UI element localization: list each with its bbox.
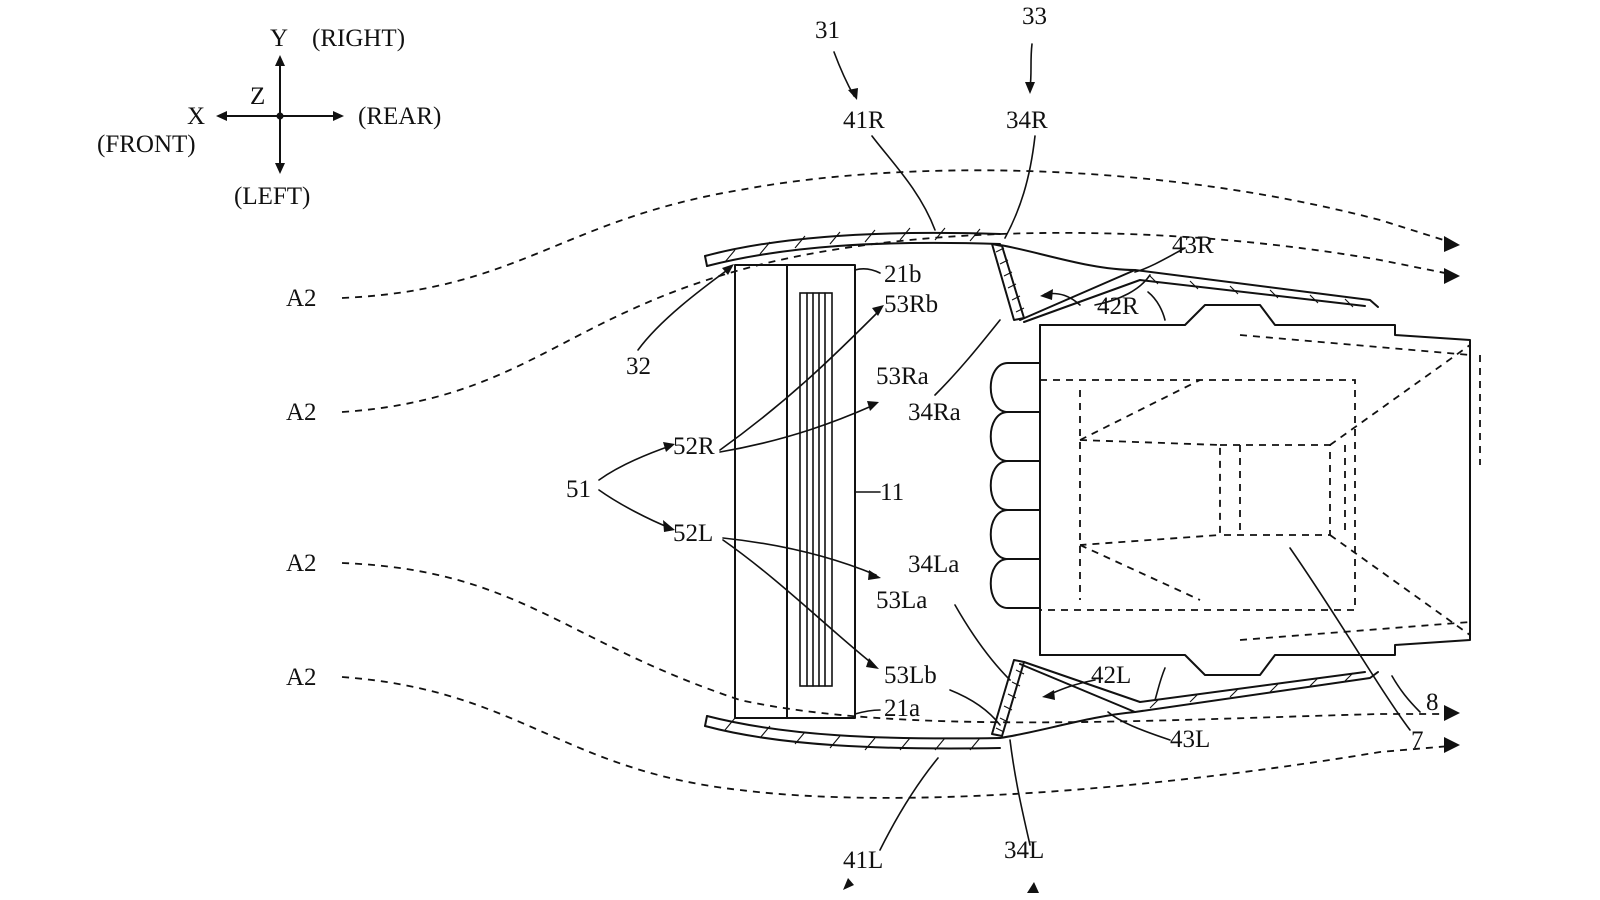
label-34la: 34La: [908, 551, 959, 578]
label-34r: 34R: [1006, 107, 1048, 134]
label-z-axis: Z: [250, 83, 265, 110]
label-21a: 21a: [884, 695, 920, 722]
label-21b: 21b: [884, 261, 922, 288]
label-left: (LEFT): [234, 183, 310, 210]
label-34ra: 34Ra: [908, 399, 961, 426]
label-53la: 53La: [876, 587, 927, 614]
label-53lb: 53Lb: [884, 662, 937, 689]
label-y-direction: (RIGHT): [312, 25, 405, 52]
label-33: 33: [1022, 3, 1047, 30]
label-y-axis: Y: [270, 25, 288, 52]
label-x-axis: X: [187, 103, 205, 130]
label-53ra: 53Ra: [876, 363, 929, 390]
label-a2-1: A2: [286, 285, 317, 312]
label-8: 8: [1426, 689, 1439, 716]
label-51: 51: [566, 476, 591, 503]
label-34l: 34L: [1004, 837, 1044, 864]
leader-lines: [599, 44, 1420, 893]
flap-34r: [992, 244, 1024, 320]
label-43r: 43R: [1172, 232, 1214, 259]
label-53rb: 53Rb: [884, 291, 938, 318]
label-31: 31: [815, 17, 840, 44]
label-42r: 42R: [1097, 293, 1139, 320]
label-a2-2: A2: [286, 399, 317, 426]
label-42l: 42L: [1091, 662, 1131, 689]
label-32: 32: [626, 353, 651, 380]
engine-block: [991, 305, 1480, 675]
axis-indicator: [216, 55, 344, 174]
label-rear: (REAR): [358, 103, 441, 130]
flap-34l: [992, 660, 1024, 736]
label-front: (FRONT): [97, 131, 196, 158]
label-41l: 41L: [843, 847, 883, 874]
duct-wall-upper: [705, 228, 1000, 266]
label-43l: 43L: [1170, 726, 1210, 753]
label-52r: 52R: [673, 433, 715, 460]
label-7: 7: [1411, 727, 1424, 754]
label-52l: 52L: [673, 520, 713, 547]
label-11: 11: [880, 479, 904, 506]
label-41r: 41R: [843, 107, 885, 134]
label-a2-3: A2: [286, 550, 317, 577]
radiator-core: [735, 265, 855, 718]
label-a2-4: A2: [286, 664, 317, 691]
